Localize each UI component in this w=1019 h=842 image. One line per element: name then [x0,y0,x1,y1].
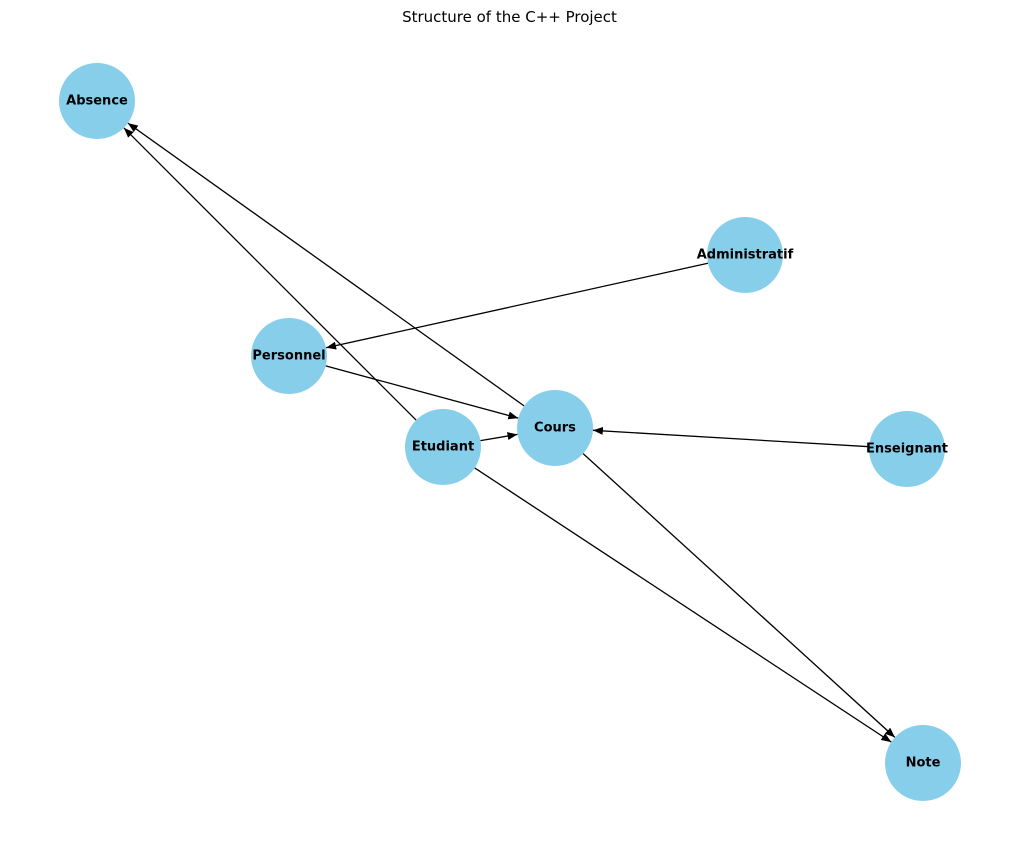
edge-enseignant-to-cours [592,426,870,448]
edge-etudiant-to-note [474,467,892,743]
edge-etudiant-to-absence [123,127,417,421]
node-circle-note [885,725,961,801]
node-label-personnel: Personnel [252,349,325,364]
edge-personnel-to-cours [325,365,519,420]
node-etudiant: Etudiant [405,409,481,485]
node-absence: Absence [59,63,135,139]
edge-cours-to-note [582,453,896,738]
node-circle-administratif [707,217,783,293]
node-circle-enseignant [869,411,945,487]
node-label-administratif: Administratif [697,248,794,263]
node-label-etudiant: Etudiant [412,440,474,455]
edges-layer [123,122,896,743]
node-circle-personnel [251,318,327,394]
diagram-title: Structure of the C++ Project [402,8,617,26]
nodes-layer: AbsenceAdministratifPersonnelCoursEtudia… [59,63,961,801]
node-label-cours: Cours [534,421,576,436]
node-circle-etudiant [405,409,481,485]
node-cours: Cours [517,390,593,466]
node-personnel: Personnel [251,318,327,394]
edge-etudiant-to-cours [480,432,518,442]
node-label-absence: Absence [66,94,128,109]
node-label-enseignant: Enseignant [866,442,948,457]
node-circle-absence [59,63,135,139]
node-enseignant: Enseignant [866,411,948,487]
edge-administratif-to-personnel [325,262,709,350]
node-note: Note [885,725,961,801]
node-circle-cours [517,390,593,466]
node-label-note: Note [906,756,941,771]
node-administratif: Administratif [697,217,794,293]
edge-cours-to-absence [127,122,525,407]
